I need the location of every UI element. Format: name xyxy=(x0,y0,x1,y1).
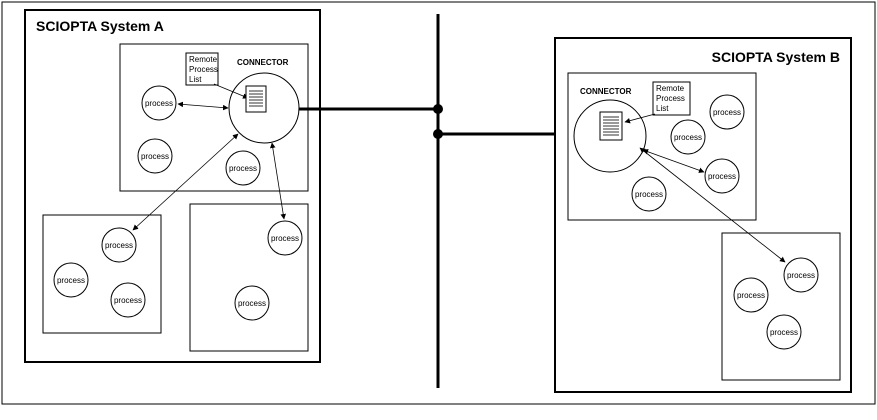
svg-text:process: process xyxy=(238,299,266,308)
system-b-link-2 xyxy=(639,147,786,263)
system-b-process-6: process xyxy=(733,277,769,313)
svg-text:process: process xyxy=(737,291,765,300)
system-b-document-icon xyxy=(599,111,623,141)
system-a-rpl-label-3: List xyxy=(189,75,202,84)
system-b-title: SCIOPTA System B xyxy=(712,49,840,65)
system-b-rpl-box xyxy=(652,81,691,116)
system-a-connector-label: CONNECTOR xyxy=(237,58,289,67)
svg-text:process: process xyxy=(57,276,85,285)
svg-text:process: process xyxy=(713,108,741,117)
system-a-link-3 xyxy=(270,142,286,220)
system-a-process-7: process xyxy=(267,220,303,256)
system-b-process-1: process xyxy=(709,94,745,130)
svg-text:process: process xyxy=(141,152,169,161)
svg-text:process: process xyxy=(770,328,798,337)
svg-text:process: process xyxy=(708,172,736,181)
svg-text:process: process xyxy=(114,296,142,305)
svg-text:process: process xyxy=(635,190,663,199)
system-a-rpl-box xyxy=(185,52,219,86)
system-a-title: SCIOPTA System A xyxy=(36,18,164,34)
system-a-process-8: process xyxy=(234,285,270,321)
system-a-rpl-pointer xyxy=(213,83,249,99)
svg-text:process: process xyxy=(674,133,702,142)
network-bus xyxy=(299,14,575,388)
bus-junction-a xyxy=(433,104,443,114)
svg-text:process: process xyxy=(229,164,257,173)
system-a-process-1: process xyxy=(141,85,177,121)
system-a-process-5: process xyxy=(53,262,89,298)
system-a-link-2 xyxy=(132,133,239,231)
system-b-process-4: process xyxy=(631,176,667,212)
system-a-rpl-label-1: Remote xyxy=(189,55,218,64)
svg-text:process: process xyxy=(271,234,299,243)
system-b-rpl-pointer xyxy=(624,113,656,124)
system-a-process-3: process xyxy=(225,150,261,186)
system-a-link-1 xyxy=(177,101,229,111)
svg-text:process: process xyxy=(145,99,173,108)
bus-junction-b xyxy=(433,129,443,139)
system-b-process-2: process xyxy=(670,119,706,155)
system-b-process-5: process xyxy=(783,257,819,293)
system-a: SCIOPTA System A CONNECTOR Remote Proces… xyxy=(24,9,321,363)
system-b: SCIOPTA System B CONNECTOR Remote Proces… xyxy=(554,37,852,393)
system-a-process-4: process xyxy=(101,227,137,263)
system-b-rpl-label-3: List xyxy=(656,104,669,113)
system-b-rpl-label-1: Remote xyxy=(656,84,685,93)
system-a-process-6: process xyxy=(110,282,146,318)
svg-text:process: process xyxy=(105,241,133,250)
system-b-process-3: process xyxy=(704,158,740,194)
system-b-connector-label: CONNECTOR xyxy=(580,87,632,96)
svg-text:process: process xyxy=(787,271,815,280)
system-a-rpl-label-2: Process xyxy=(189,65,218,74)
system-b-rpl-label-2: Process xyxy=(656,94,685,103)
system-b-process-7: process xyxy=(766,314,802,350)
system-a-document-icon xyxy=(245,85,267,113)
system-a-process-2: process xyxy=(137,138,173,174)
